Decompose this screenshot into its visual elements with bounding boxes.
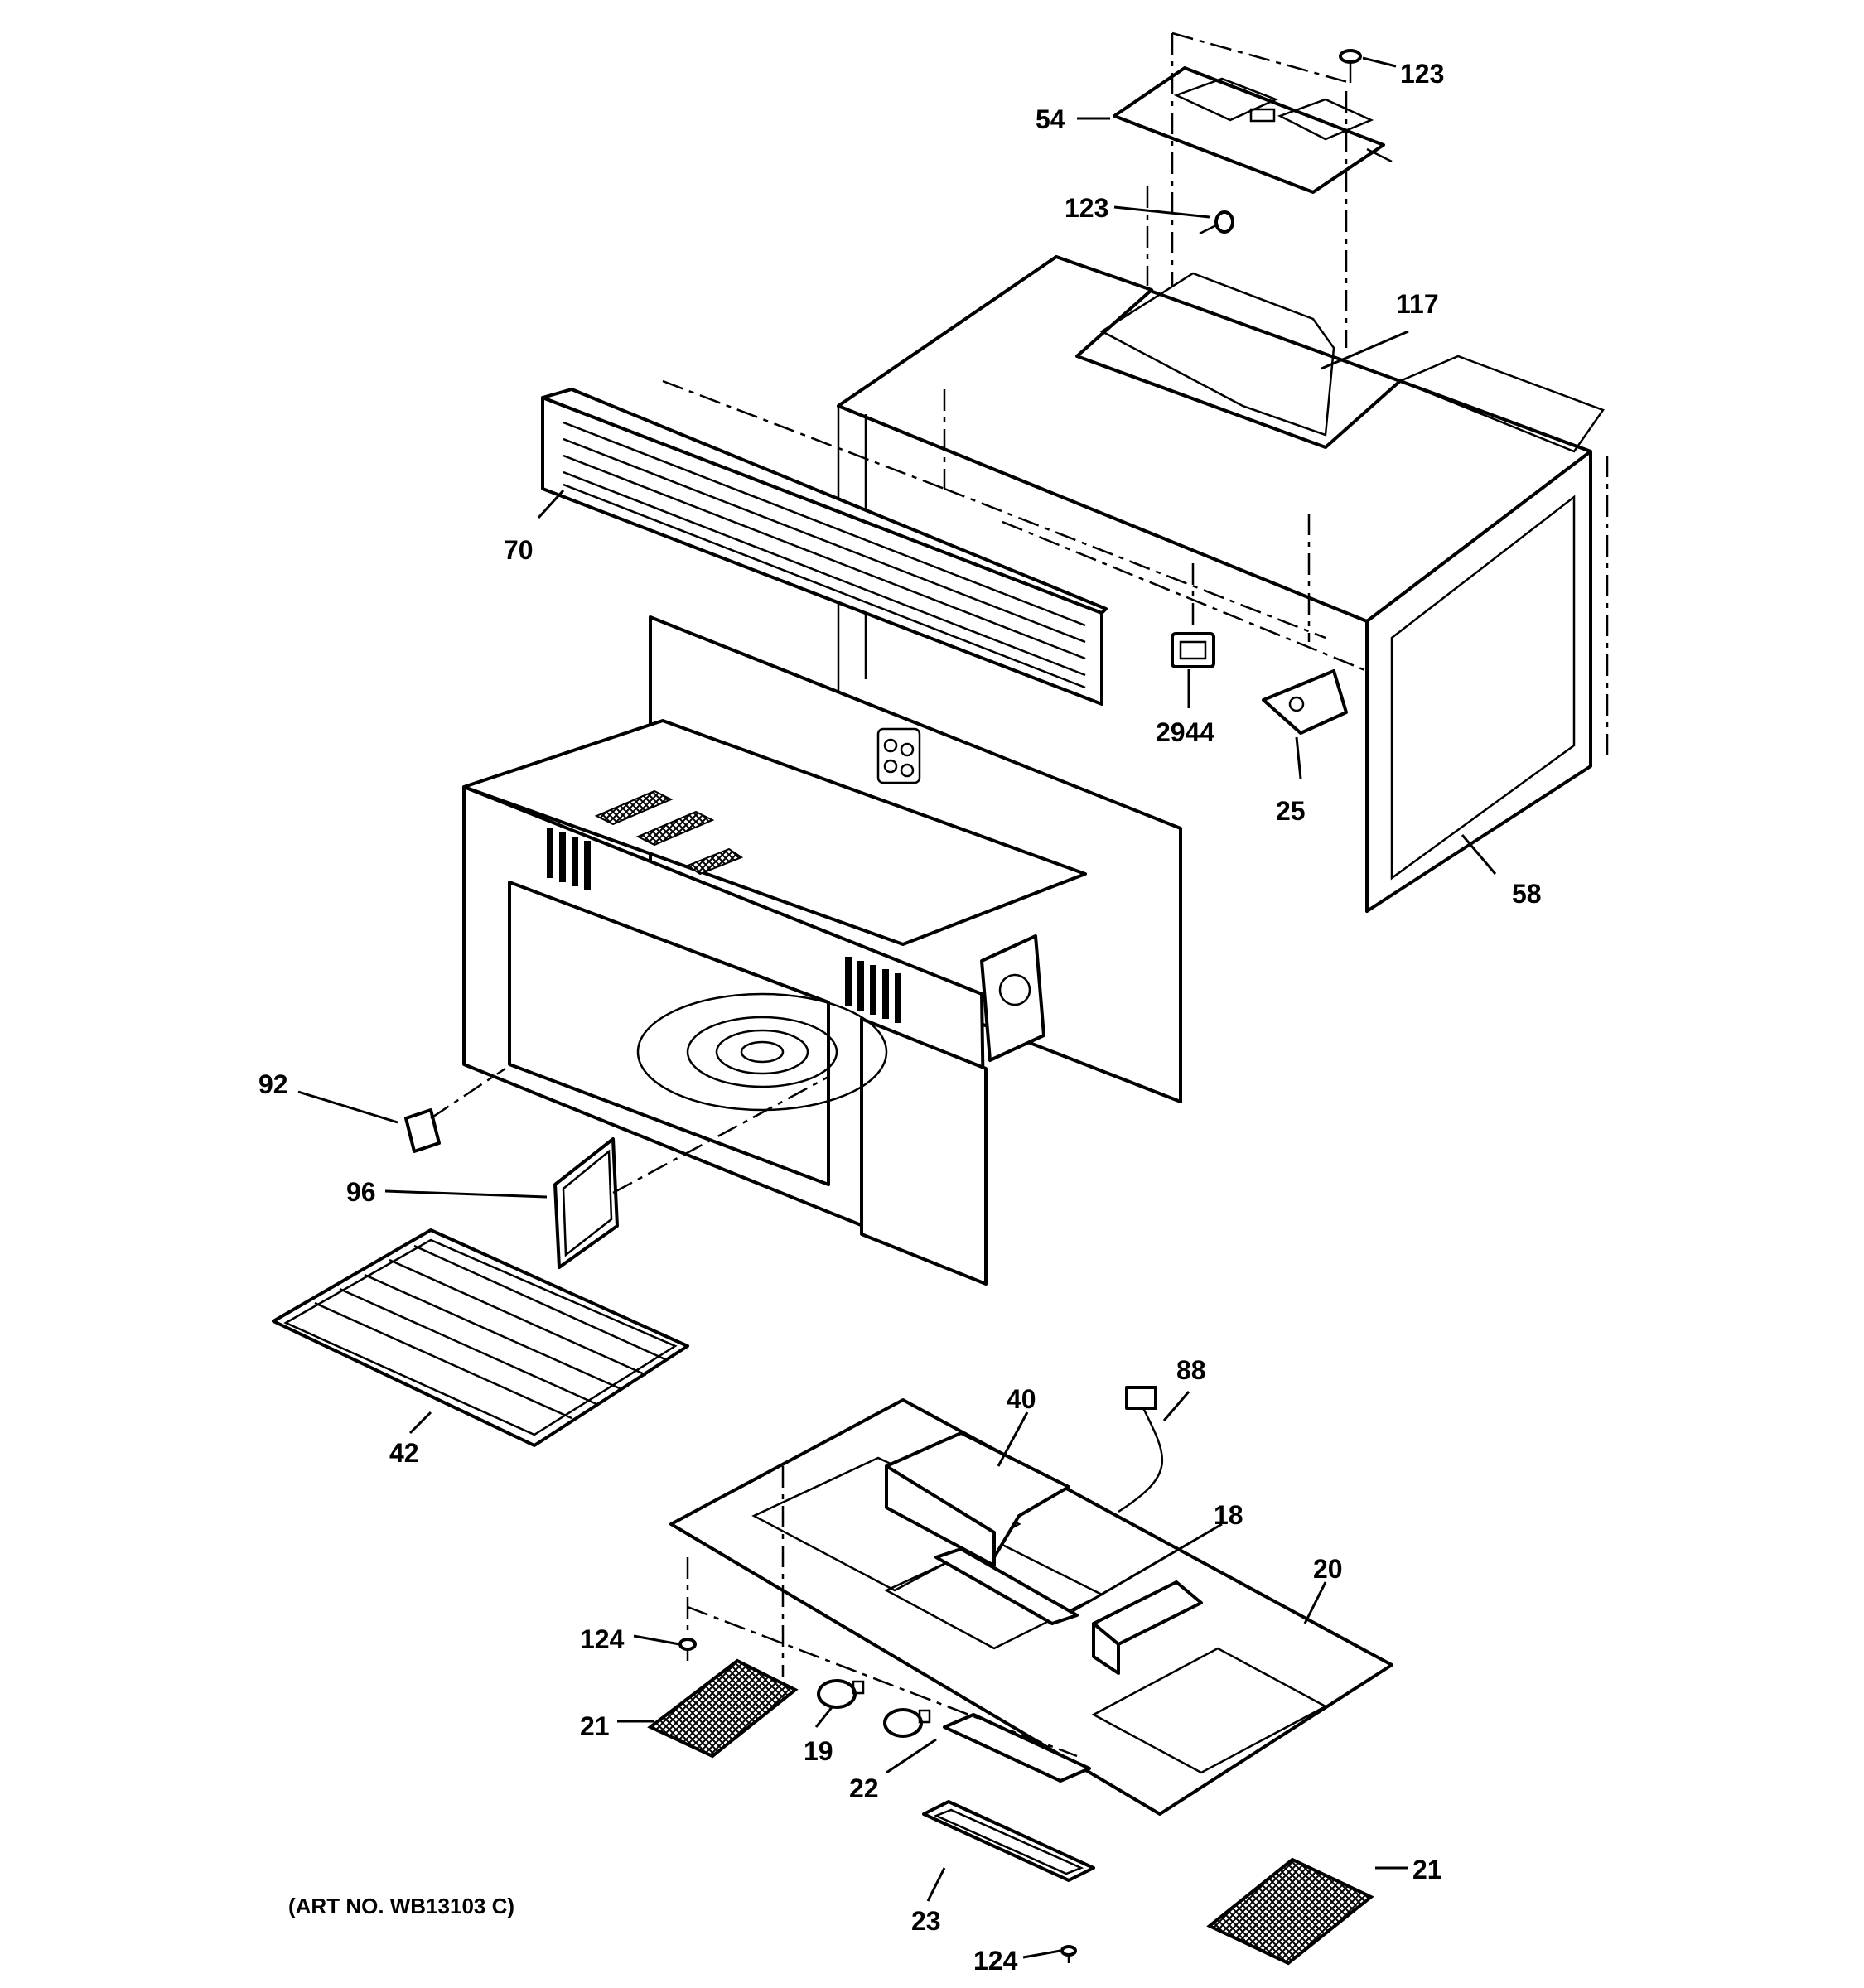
part-21-filter-left	[647, 1658, 799, 1759]
callout-19: 19	[804, 1736, 833, 1766]
callout-2944: 2944	[1156, 717, 1214, 747]
callout-18: 18	[1214, 1500, 1243, 1530]
part-123-screw-top	[1339, 49, 1362, 83]
part-70-vent-grille	[541, 388, 1108, 706]
part-123-screw-mid	[1199, 210, 1234, 235]
part-19-bulb	[817, 1679, 931, 1738]
part-20-bottom-plate	[669, 1398, 1393, 1816]
callout-40: 40	[1007, 1384, 1036, 1414]
callout-88: 88	[1176, 1355, 1206, 1385]
callout-123-mid: 123	[1065, 193, 1108, 223]
part-124-screw-left	[678, 1638, 697, 1661]
callout-20: 20	[1313, 1554, 1343, 1584]
leader-lines	[297, 56, 1497, 1959]
callout-117: 117	[1396, 289, 1439, 319]
part-2944-switch	[1171, 632, 1215, 668]
callout-21-left: 21	[580, 1711, 610, 1741]
part-42-oven-rack	[272, 1228, 689, 1447]
callout-25: 25	[1276, 796, 1306, 826]
callout-22: 22	[849, 1773, 879, 1803]
callout-92: 92	[258, 1069, 288, 1099]
art-number: (ART NO. WB13103 C)	[288, 1894, 514, 1918]
part-25-bracket	[1262, 669, 1348, 735]
callout-21-right: 21	[1412, 1855, 1442, 1884]
part-54-cover-plate	[1113, 66, 1393, 194]
callout-70: 70	[504, 535, 534, 565]
callout-123-top: 123	[1400, 59, 1444, 89]
callout-23: 23	[911, 1906, 941, 1936]
callout-54: 54	[1036, 104, 1065, 134]
part-22-light-lens	[943, 1713, 1091, 1783]
callout-124-bottom: 124	[973, 1946, 1018, 1976]
part-21-filter-right	[1206, 1857, 1374, 1966]
part-23-light-frame	[922, 1800, 1095, 1882]
callout-124-left: 124	[580, 1624, 625, 1654]
part-96-cover	[553, 1137, 619, 1269]
part-124-screw-bottom	[1060, 1945, 1077, 1963]
part-cavity-assembly	[462, 615, 1182, 1286]
callout-58: 58	[1512, 879, 1542, 909]
part-92-latch	[404, 1108, 441, 1153]
part-58-outer-case	[837, 255, 1605, 913]
callout-42: 42	[389, 1438, 419, 1468]
part-88-wire	[1118, 1386, 1164, 1513]
callout-96: 96	[346, 1177, 376, 1207]
